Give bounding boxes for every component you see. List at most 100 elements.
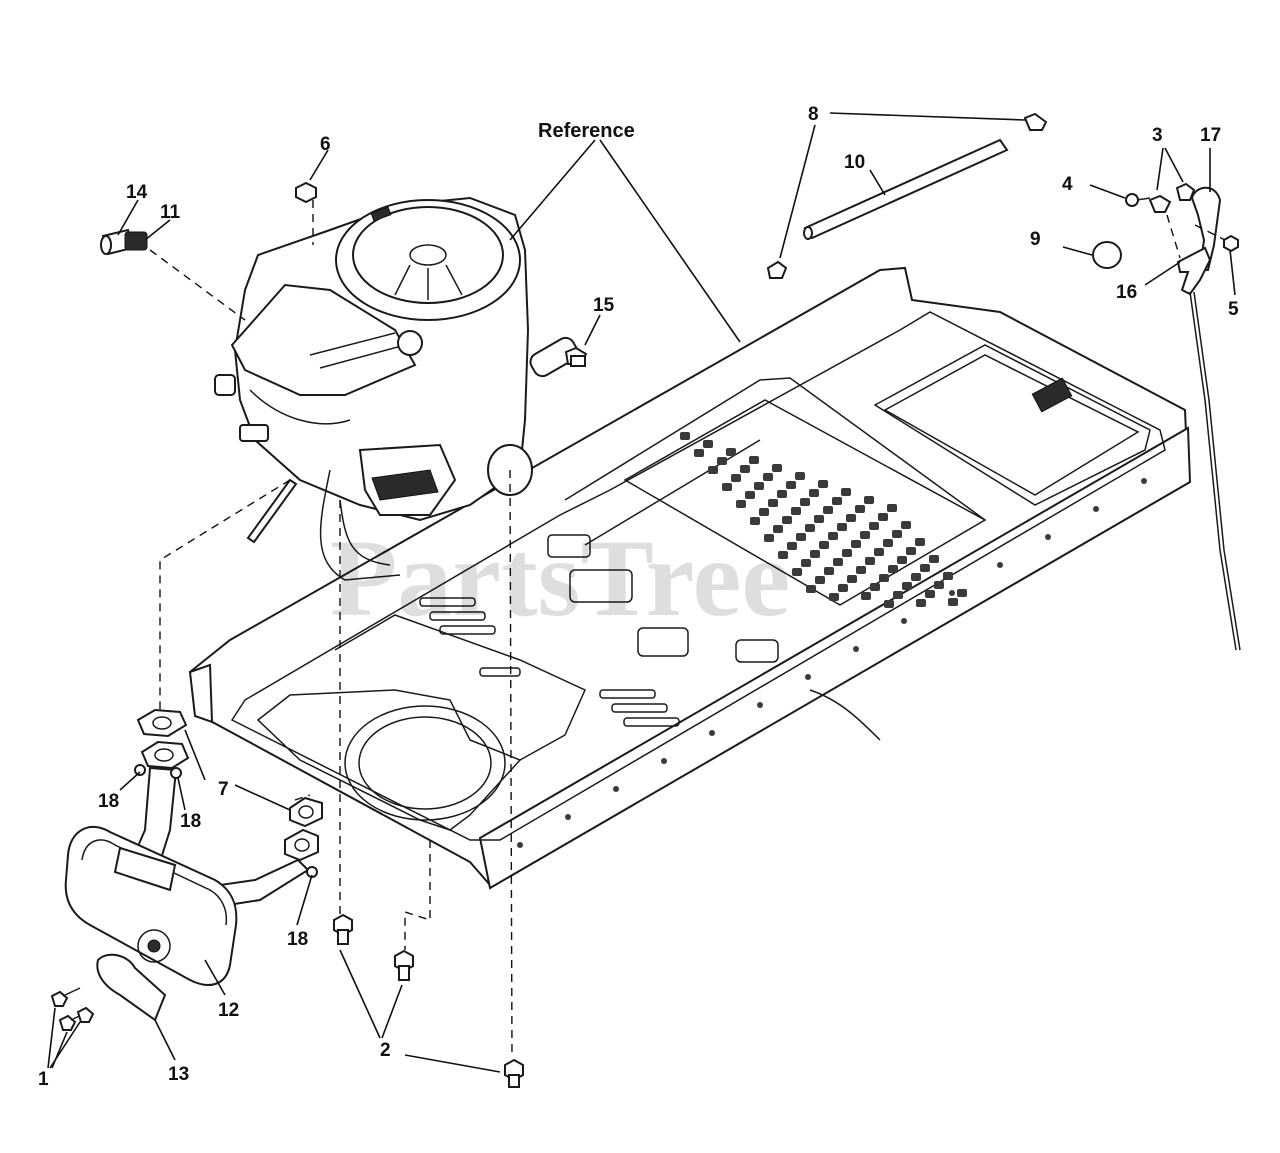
- perforation-holes: [680, 432, 967, 608]
- perforation-hole: [750, 517, 760, 525]
- perforation-hole: [740, 465, 750, 473]
- perforation-hole: [801, 559, 811, 567]
- callout-2: 2: [380, 1040, 391, 1061]
- perforation-hole: [901, 521, 911, 529]
- perforation-hole: [893, 591, 903, 599]
- perforation-hole: [833, 558, 843, 566]
- perforation-hole: [809, 489, 819, 497]
- rail-hole: [901, 618, 907, 624]
- leader-lines: [47, 112, 1236, 1073]
- perforation-hole: [870, 583, 880, 591]
- perforation-hole: [865, 557, 875, 565]
- perforation-hole: [791, 507, 801, 515]
- perforation-hole: [819, 541, 829, 549]
- perforation-hole: [884, 600, 894, 608]
- perforation-hole: [792, 568, 802, 576]
- perforation-hole: [829, 593, 839, 601]
- perforation-hole: [915, 538, 925, 546]
- perforation-hole: [805, 524, 815, 532]
- assembly-lines: [149, 200, 1226, 1059]
- perforation-hole: [795, 472, 805, 480]
- perforation-hole: [763, 473, 773, 481]
- frame: [188, 266, 1192, 890]
- callout-15: 15: [593, 295, 615, 316]
- perforation-hole: [815, 576, 825, 584]
- callout-7: 7: [218, 779, 229, 800]
- perforation-hole: [883, 539, 893, 547]
- perforation-hole: [888, 565, 898, 573]
- callout-5: 5: [1228, 299, 1239, 320]
- callout-3: 3: [1152, 125, 1163, 146]
- perforation-hole: [736, 500, 746, 508]
- perforation-hole: [887, 504, 897, 512]
- callout-13: 13: [168, 1064, 189, 1085]
- perforation-hole: [787, 542, 797, 550]
- perforation-hole: [814, 515, 824, 523]
- perforation-hole: [832, 497, 842, 505]
- perforation-hole: [708, 466, 718, 474]
- frame-bolts: [333, 913, 524, 1088]
- perforation-hole: [777, 490, 787, 498]
- perforation-hole: [694, 449, 704, 457]
- perforation-hole: [916, 599, 926, 607]
- callout-12: 12: [218, 1000, 239, 1021]
- rail-hole: [517, 842, 523, 848]
- perforation-hole: [772, 464, 782, 472]
- callout-6: 6: [320, 134, 331, 155]
- perforation-hole: [856, 566, 866, 574]
- perforation-hole: [828, 532, 838, 540]
- rail-hole: [661, 758, 667, 764]
- rail-hole: [949, 590, 955, 596]
- perforation-hole: [764, 534, 774, 542]
- perforation-hole: [948, 598, 958, 606]
- perforation-hole: [874, 548, 884, 556]
- small-parts-top: [100, 112, 1241, 741]
- callout-17: 17: [1200, 125, 1221, 146]
- perforation-hole: [838, 584, 848, 592]
- perforation-hole: [920, 564, 930, 572]
- perforation-hole: [869, 522, 879, 530]
- callout-4: 4: [1062, 174, 1073, 195]
- perforation-hole: [861, 592, 871, 600]
- perforation-hole: [745, 491, 755, 499]
- callout-1: 1: [38, 1069, 49, 1090]
- rail-hole: [1141, 478, 1147, 484]
- perforation-hole: [841, 488, 851, 496]
- perforation-hole: [806, 585, 816, 593]
- callout-16: 16: [1116, 282, 1137, 303]
- perforation-hole: [796, 533, 806, 541]
- perforation-hole: [929, 555, 939, 563]
- perforation-hole: [749, 456, 759, 464]
- perforation-hole: [759, 508, 769, 516]
- perforation-hole: [680, 432, 690, 440]
- perforation-hole: [847, 575, 857, 583]
- perforation-hole: [906, 547, 916, 555]
- watermark: PartsTree: [330, 517, 790, 639]
- perforation-hole: [878, 513, 888, 521]
- rail-hole: [757, 702, 763, 708]
- perforation-hole: [855, 505, 865, 513]
- perforation-hole: [837, 523, 847, 531]
- perforation-hole: [782, 516, 792, 524]
- callout-9: 9: [1030, 229, 1041, 250]
- callout-14: 14: [126, 182, 148, 203]
- perforation-hole: [778, 551, 788, 559]
- rail-hole: [997, 562, 1003, 568]
- perforation-hole: [818, 480, 828, 488]
- perforation-hole: [860, 531, 870, 539]
- rail-hole: [1093, 506, 1099, 512]
- perforation-hole: [897, 556, 907, 564]
- callout-18-b: 18: [180, 811, 201, 832]
- perforation-hole: [943, 572, 953, 580]
- rail-hole: [565, 814, 571, 820]
- engine: [214, 196, 579, 581]
- perforation-hole: [768, 499, 778, 507]
- perforation-hole: [722, 483, 732, 491]
- callout-8: 8: [808, 104, 819, 125]
- perforation-hole: [892, 530, 902, 538]
- callout-10: 10: [844, 152, 865, 173]
- perforation-hole: [934, 581, 944, 589]
- perforation-hole: [703, 440, 713, 448]
- rail-hole: [709, 730, 715, 736]
